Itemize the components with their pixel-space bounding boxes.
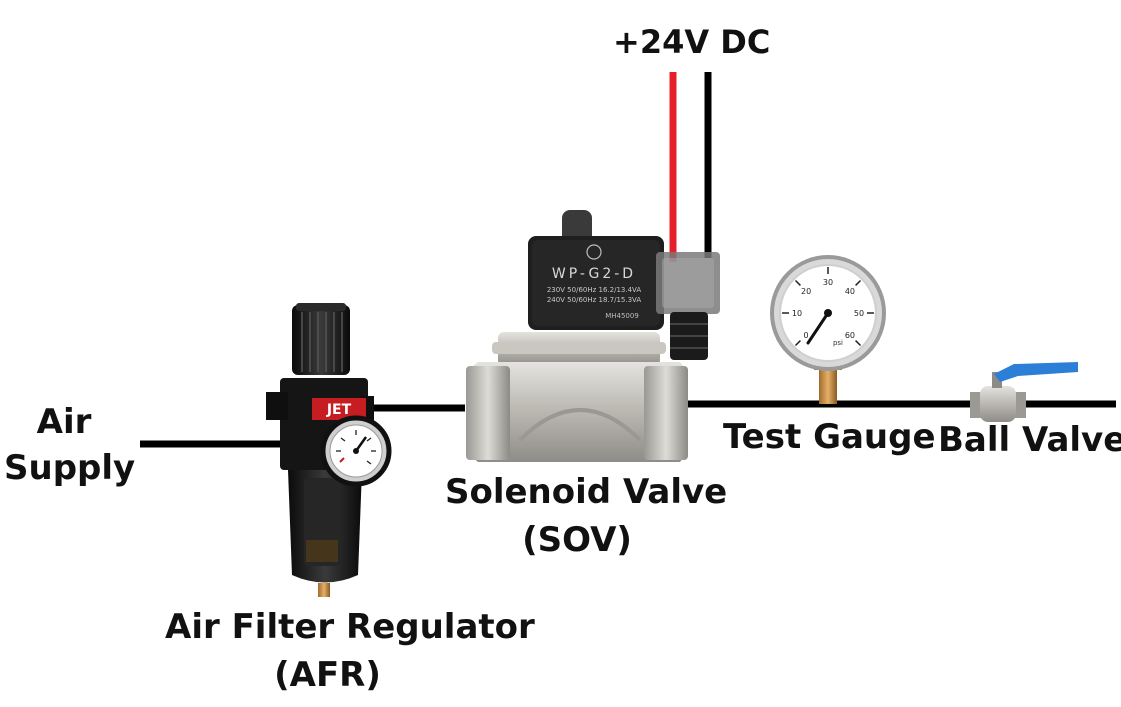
solenoid-spec-1: 230V 50/60Hz 16.2/13.4VA bbox=[547, 286, 642, 294]
afr-brand-plate bbox=[312, 398, 366, 420]
afr-label: Air Filter Regulator (AFR) bbox=[165, 607, 535, 695]
gauge-scale-label: 0 bbox=[804, 331, 809, 340]
ball-valve-handle bbox=[994, 362, 1078, 382]
afr-label-line1: Air Filter Regulator bbox=[165, 607, 535, 647]
gauge-scale-label: 50 bbox=[854, 309, 864, 318]
afr-label-line2: (AFR) bbox=[274, 655, 381, 695]
solenoid-cert-text: MH45009 bbox=[605, 312, 639, 320]
ball-valve bbox=[970, 362, 1078, 422]
voltage-label: +24V DC bbox=[613, 23, 771, 61]
gauge-scale-label: 10 bbox=[792, 309, 802, 318]
air-supply-label-line1: Air bbox=[36, 402, 92, 442]
gauge-scale-label: 40 bbox=[845, 287, 855, 296]
ball-valve-label: Ball Valve bbox=[938, 420, 1121, 460]
gauge-tick bbox=[855, 279, 862, 286]
test-gauge-needle bbox=[806, 311, 830, 345]
solenoid-model-text: WP-G2-D bbox=[552, 266, 636, 282]
test-gauge-label: Test Gauge bbox=[723, 417, 936, 457]
gauge-scale-label: 60 bbox=[845, 331, 855, 340]
gauge-tick bbox=[794, 340, 801, 347]
gauge-scale-label: 30 bbox=[823, 278, 833, 287]
test-gauge: 0 10 20 30 40 50 60 psi bbox=[770, 255, 886, 404]
sov-label-line2: (SOV) bbox=[522, 520, 632, 560]
air-supply-label: Air Supply bbox=[4, 402, 136, 488]
gauge-tick bbox=[855, 340, 862, 347]
afr-brand-text: JET bbox=[326, 402, 352, 418]
power-wires bbox=[669, 72, 712, 262]
gauge-tick bbox=[794, 279, 801, 286]
sov-label-line1: Solenoid Valve bbox=[445, 472, 728, 512]
sov-label: Solenoid Valve (SOV) bbox=[445, 472, 728, 560]
solenoid-valve: WP-G2-D 230V 50/60Hz 16.2/13.4VA 240V 50… bbox=[466, 210, 720, 462]
air-supply-label-line2: Supply bbox=[4, 448, 136, 488]
solenoid-spec-2: 240V 50/60Hz 18.7/15.3VA bbox=[547, 296, 642, 304]
gauge-scale-label: 20 bbox=[801, 287, 811, 296]
test-gauge-unit: psi bbox=[833, 339, 843, 347]
air-filter-regulator: JET bbox=[266, 303, 392, 597]
